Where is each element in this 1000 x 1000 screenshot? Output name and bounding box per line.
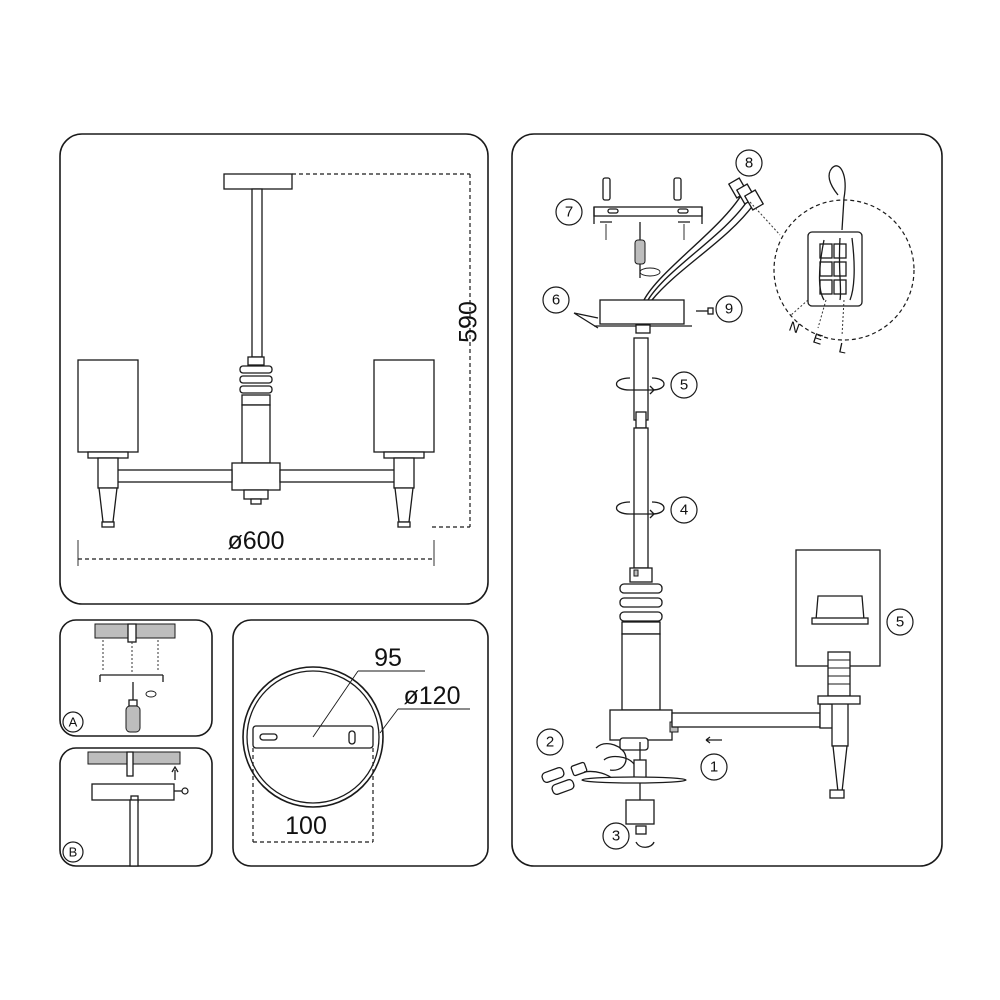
plate-width-dimension: 100	[285, 812, 327, 840]
height-dimension: 590	[455, 301, 483, 343]
right-arm	[279, 469, 405, 483]
upper-rod	[633, 337, 649, 421]
callout-9: 9	[725, 301, 733, 318]
callout-5-shade: 5	[896, 614, 904, 631]
lamp-socket	[827, 651, 851, 697]
terminal-block	[727, 177, 765, 211]
lower-rod	[633, 427, 649, 569]
mount-step-a-panel: A	[59, 619, 213, 737]
center-body	[241, 404, 271, 464]
suspension-rod	[251, 188, 263, 358]
callout-1: 1	[710, 759, 718, 776]
plate-diameter-dimension: ø120	[404, 682, 461, 710]
callout-2: 2	[546, 734, 554, 751]
callout-8: 8	[745, 155, 753, 172]
assembly-canopy	[599, 299, 685, 325]
assembly-arm	[671, 712, 821, 728]
right-shade	[373, 359, 435, 453]
wire-live-label: L	[837, 339, 848, 356]
callout-7: 7	[565, 204, 573, 221]
step-a-label: A	[69, 715, 78, 730]
canopy	[223, 173, 293, 190]
canopy-outline	[242, 666, 384, 808]
mount-step-b-panel: B	[59, 747, 213, 867]
hub	[231, 462, 281, 491]
callout-6: 6	[552, 292, 560, 309]
diameter-dimension: ø600	[228, 527, 285, 555]
assembly-hub	[609, 709, 673, 741]
callout-3: 3	[612, 828, 620, 845]
plate-inner-dimension: 95	[374, 644, 402, 672]
step-b-label: B	[69, 845, 78, 860]
left-shade	[77, 359, 139, 453]
left-arm	[107, 469, 233, 483]
dimensions-panel: 590 ø600	[59, 133, 489, 605]
assembly-panel: N E L	[511, 133, 943, 867]
assembly-body	[621, 633, 661, 711]
canopy-plate-panel: 95 ø120 100	[232, 619, 489, 867]
wiring-detail: N E L	[773, 165, 915, 357]
callout-5-rod: 5	[680, 377, 688, 394]
callout-4: 4	[680, 502, 688, 519]
